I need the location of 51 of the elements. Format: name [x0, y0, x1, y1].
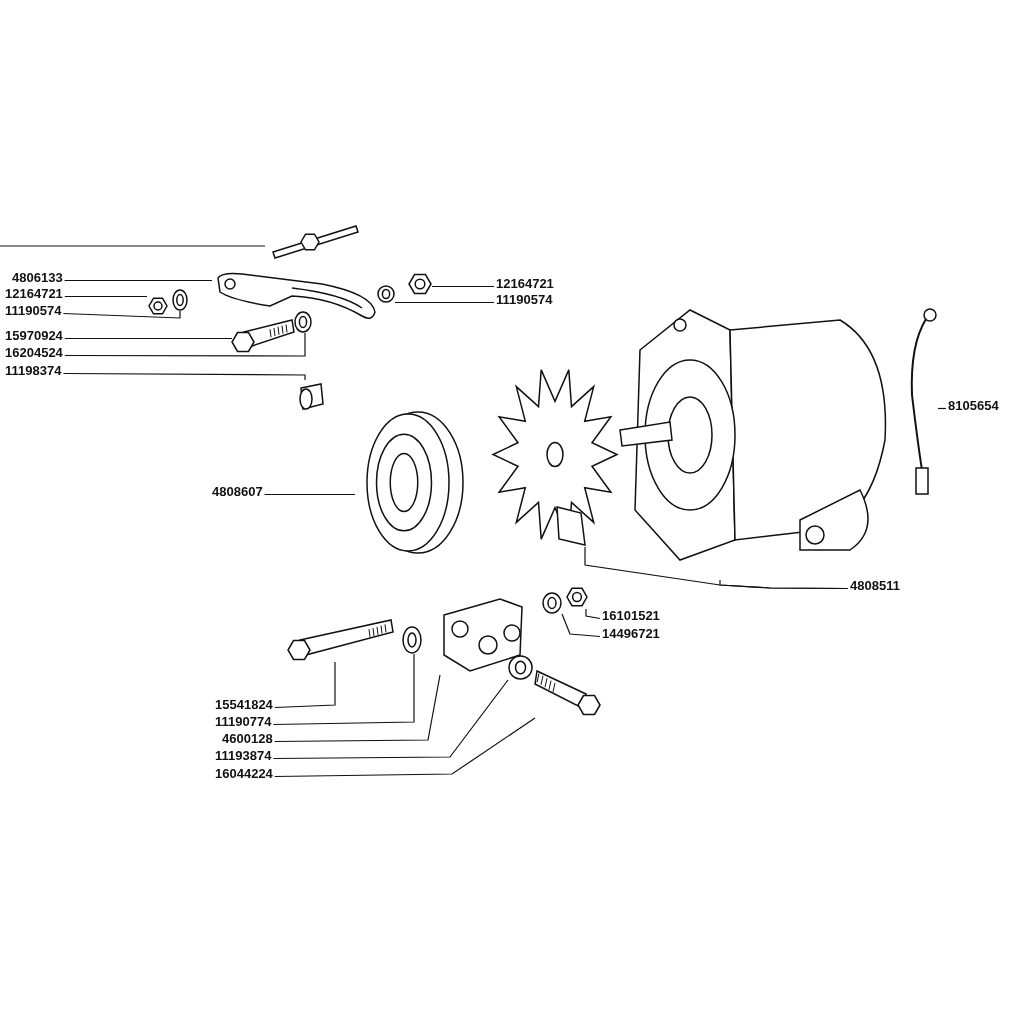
- part-number: 16101521: [602, 608, 660, 623]
- part-number: 8105654: [948, 398, 999, 413]
- hex-nut-drawing: [408, 272, 432, 296]
- part-number: 11190574: [496, 292, 553, 307]
- leader-line: [272, 679, 509, 760]
- leader-line: [272, 653, 415, 726]
- part-number: 4808607: [212, 484, 263, 499]
- leader-line: [585, 608, 601, 620]
- leader-line: [274, 674, 441, 743]
- part-number: 11193874: [215, 748, 272, 763]
- part-number: 14496721: [602, 626, 660, 641]
- leader-line: [64, 337, 233, 340]
- part-number: 4600128: [222, 731, 273, 746]
- part-number: 15970924: [5, 328, 63, 343]
- part-number: 16044224: [215, 766, 273, 781]
- leader-line: [431, 285, 495, 288]
- leader-line: [937, 407, 947, 410]
- leader-line: [64, 332, 306, 357]
- washer-drawing: [508, 655, 533, 680]
- washer-drawing: [294, 311, 312, 333]
- bolt-drawing: [232, 318, 294, 354]
- washer-drawing: [402, 626, 422, 654]
- leader-line: [561, 613, 601, 638]
- leader-line: [719, 579, 849, 590]
- part-number: 11190774: [215, 714, 272, 729]
- leader-line: [274, 661, 336, 709]
- part-number: 11190574: [5, 303, 62, 318]
- leader-line: [274, 717, 536, 778]
- leader-line: [264, 493, 356, 496]
- mounting-block-drawing: [440, 595, 525, 675]
- spacer-sleeve-drawing: [297, 380, 325, 412]
- leader-line: [62, 372, 306, 381]
- leader-line: [394, 301, 495, 304]
- bolt-drawing: [288, 618, 393, 662]
- part-number: 4808511: [850, 578, 900, 593]
- part-number: 12164721: [496, 276, 554, 291]
- leader-line: [0, 245, 266, 247]
- leader-line: [64, 279, 213, 282]
- washer-drawing: [542, 592, 562, 614]
- hex-nut-drawing: [566, 585, 588, 609]
- leader-line: [62, 310, 181, 319]
- part-number: 12164721: [5, 286, 63, 301]
- bolt-drawing: [535, 668, 600, 718]
- leader-line: [64, 295, 148, 298]
- part-number: 15541824: [215, 697, 273, 712]
- washer-drawing: [172, 289, 188, 311]
- part-number: 11198374: [5, 363, 62, 378]
- washer-drawing: [377, 285, 395, 303]
- hex-nut-drawing: [147, 296, 169, 316]
- part-number: 4806133: [12, 270, 63, 285]
- part-number: 16204524: [5, 345, 63, 360]
